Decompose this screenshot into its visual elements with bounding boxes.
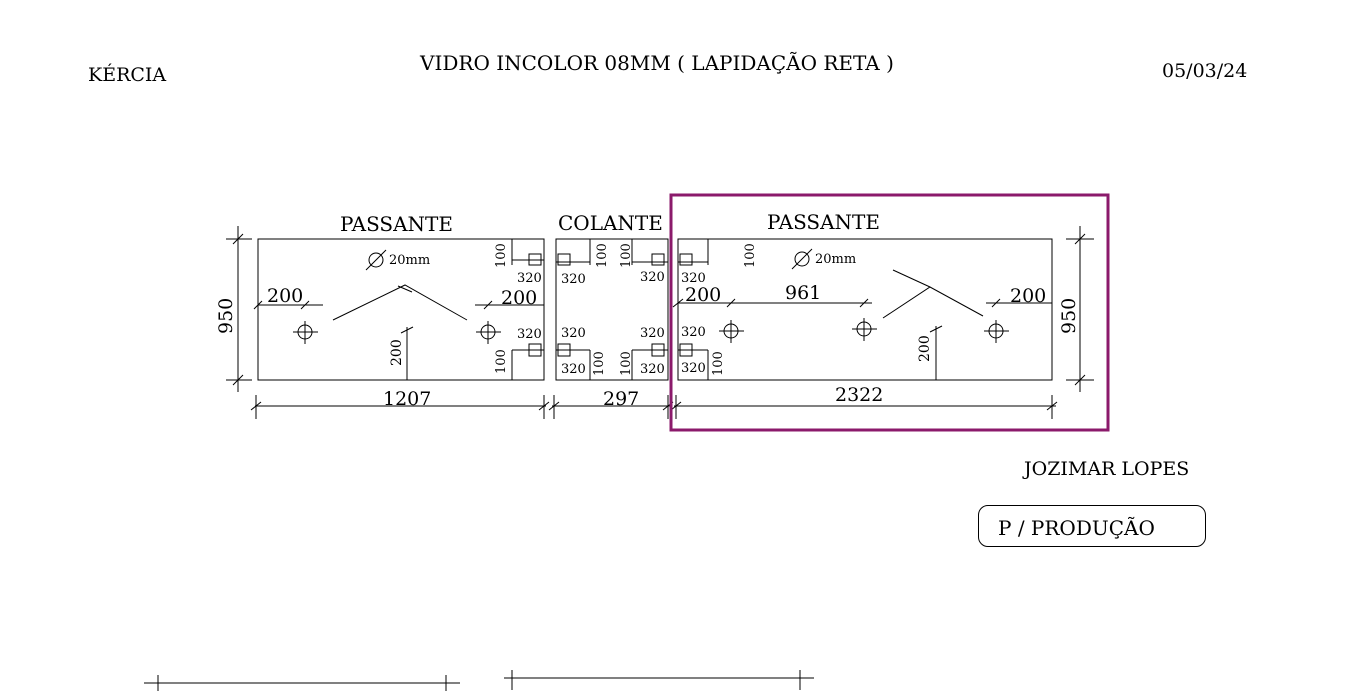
panel-2-notch-tl-b: 100 xyxy=(595,243,610,268)
panel-1-hole-right xyxy=(476,321,501,344)
client-name: KÉRCIA xyxy=(88,64,167,86)
panel-1-right-offset: 200 xyxy=(501,287,537,309)
panel-2-notch-tr-a: 320 xyxy=(640,270,665,285)
panel-1-hole-left xyxy=(293,321,318,344)
panel-3-left-offset: 200 xyxy=(685,284,721,306)
drawing-date: 05/03/24 xyxy=(1162,60,1248,82)
panel-3-notch-bl-c: 320 xyxy=(681,361,706,376)
panel-3-hole-center xyxy=(852,318,877,341)
panel-2-notch-tr-b: 100 xyxy=(619,243,634,268)
panel-3-hole-label: 20mm xyxy=(815,252,856,267)
panel-2-notch-bl-d: 100 xyxy=(592,351,607,376)
panel-3-outline xyxy=(677,238,1053,381)
partial-dimension-lines xyxy=(144,670,814,691)
selection-highlight xyxy=(669,193,1110,432)
panel-2-notch-bl-c: 320 xyxy=(561,362,586,377)
panel-1-hinge-mark xyxy=(332,284,468,321)
designer-name: JOZIMAR LOPES xyxy=(1024,458,1190,480)
panel-2-notch-br-d: 100 xyxy=(619,351,634,376)
panel-1-outline xyxy=(257,238,545,381)
panel-1 xyxy=(226,226,550,419)
panel-2 xyxy=(548,238,674,419)
panel-3-hole-height: 200 xyxy=(917,335,933,362)
production-stamp: P / PRODUÇÃO xyxy=(978,505,1206,547)
panel-2-outline xyxy=(555,238,669,381)
panel-3-notch-tl-a: 320 xyxy=(681,271,706,286)
diameter-symbol-3 xyxy=(791,248,813,270)
glass-spec-title: VIDRO INCOLOR 08MM ( LAPIDAÇÃO RETA ) xyxy=(420,51,894,75)
panel-3-width: 2322 xyxy=(835,384,883,406)
panel-1-hole-label: 20mm xyxy=(389,253,430,268)
panel-1-notch-tr-a: 100 xyxy=(494,243,509,268)
panel-3-hinge-mark xyxy=(882,286,984,319)
panel-1-notch-br-a: 320 xyxy=(517,327,542,342)
panel-1-notch-tr-b: 320 xyxy=(517,271,542,286)
panel-3-notch-bl-d: 100 xyxy=(711,351,726,376)
panel-1-type: PASSANTE xyxy=(340,212,453,236)
panel-1-notch-br-b: 100 xyxy=(494,349,509,374)
diameter-symbol-1 xyxy=(365,249,387,271)
panel-2-width: 297 xyxy=(603,388,639,410)
panel-2-type: COLANTE xyxy=(558,211,663,235)
panel-1-left-offset: 200 xyxy=(267,285,303,307)
panel-3-height: 950 xyxy=(1058,298,1080,334)
production-stamp-label: P / PRODUÇÃO xyxy=(998,516,1155,540)
panel-3-notch-tl-b: 100 xyxy=(743,243,758,268)
panel-1-height: 950 xyxy=(215,298,237,334)
panel-3-center-offset: 961 xyxy=(785,282,821,304)
panel-3-hole-left xyxy=(719,320,744,343)
panel-3-notch-bl-a: 320 xyxy=(681,325,706,340)
panel-2-notch-br-a: 320 xyxy=(640,326,665,341)
panel-3-type: PASSANTE xyxy=(767,210,880,234)
panel-2-notch-br-c: 320 xyxy=(640,362,665,377)
panel-3 xyxy=(670,226,1094,419)
panel-3-right-offset: 200 xyxy=(1010,285,1046,307)
panel-1-hole-height: 200 xyxy=(389,339,405,366)
panel-1-width: 1207 xyxy=(383,388,431,410)
panel-2-notch-tl-a: 320 xyxy=(561,272,586,287)
panel-2-notch-bl-a: 320 xyxy=(561,326,586,341)
panel-3-hole-right xyxy=(984,320,1009,343)
